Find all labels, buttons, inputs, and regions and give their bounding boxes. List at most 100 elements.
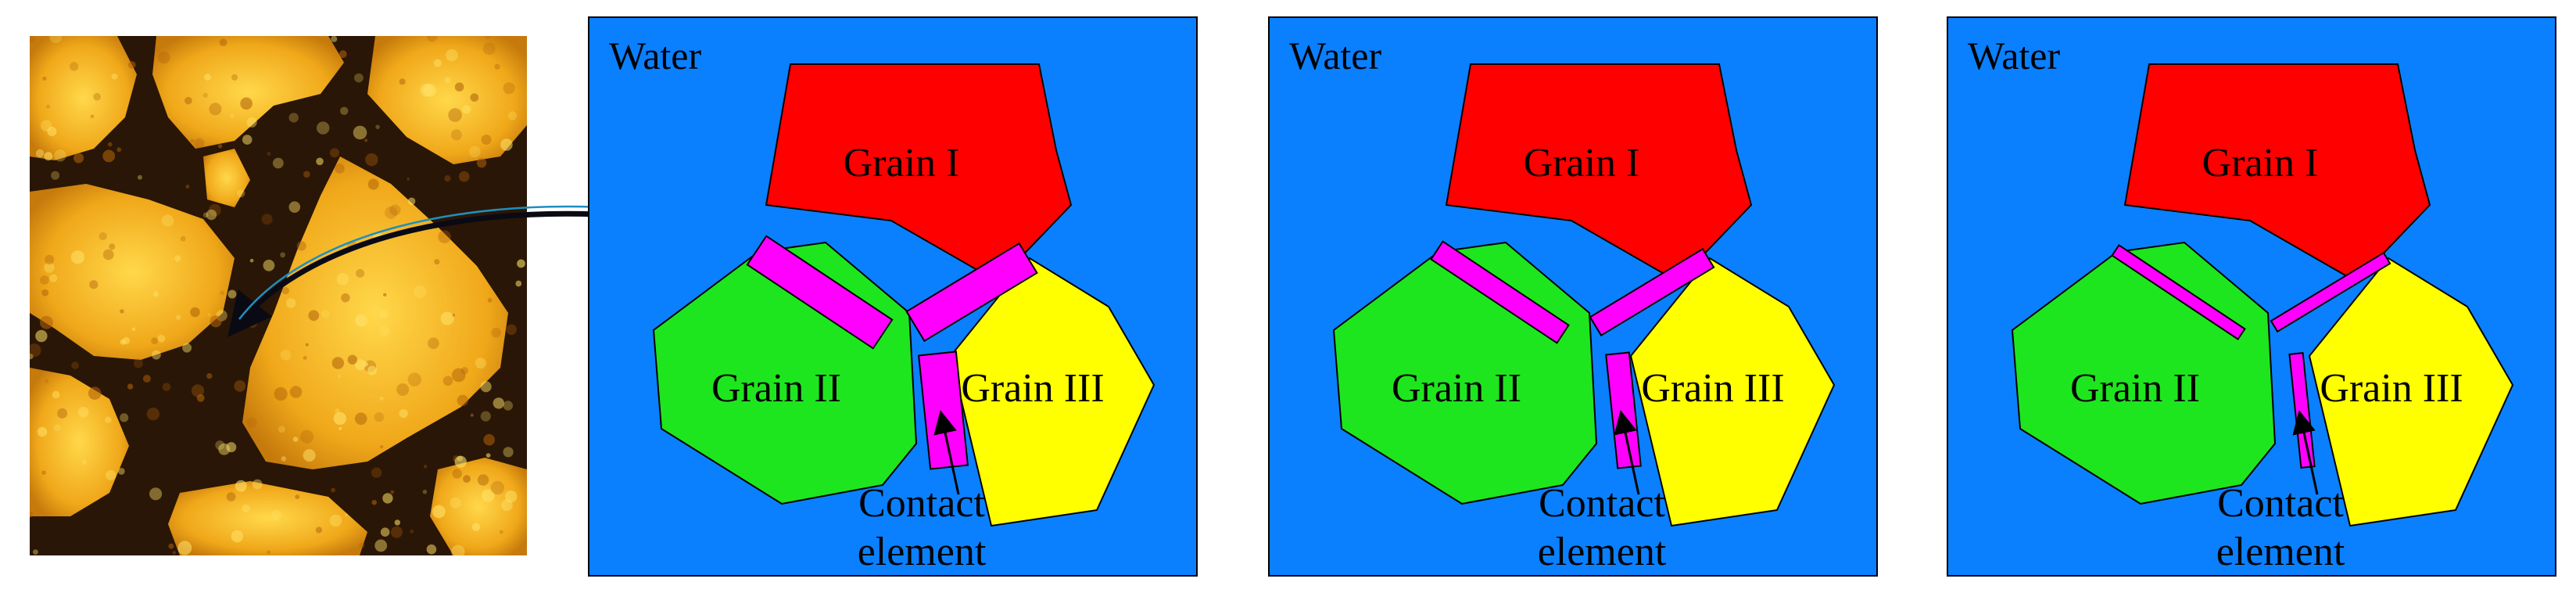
photo-speckle — [252, 479, 263, 490]
photo-speckle — [481, 135, 492, 145]
photo-speckle — [102, 249, 114, 261]
photo-speckle — [116, 147, 122, 153]
photo-speckle — [204, 74, 211, 81]
photo-speckle — [137, 174, 142, 180]
contact-element-left — [2111, 244, 2246, 340]
photo-speckle — [127, 383, 134, 390]
photo-speckle — [499, 530, 503, 534]
photo-speckle — [316, 157, 324, 166]
photo-speckle — [438, 230, 451, 244]
photo-speckle — [482, 489, 495, 502]
photo-speckle — [375, 124, 380, 130]
water-label: Water — [1968, 34, 2060, 77]
photo-speckle — [190, 138, 195, 143]
photo-speckle — [81, 460, 87, 465]
photo-speckle — [278, 426, 285, 433]
photo-speckle — [71, 361, 79, 369]
photo-speckle — [261, 214, 273, 225]
photo-speckle — [99, 232, 107, 241]
photo-speckle — [329, 514, 342, 527]
photo-speckle — [500, 499, 513, 512]
photo-speckle — [331, 357, 344, 369]
photo-speckle — [158, 51, 170, 64]
photo-speckle — [422, 489, 428, 494]
photo-speckle — [202, 92, 208, 98]
photo-speckle — [272, 157, 284, 169]
photo-grain — [30, 184, 235, 360]
grain-2-label: Grain II — [2070, 366, 2200, 411]
photo-speckle — [457, 455, 463, 462]
grain-3-shape — [949, 257, 1155, 527]
photo-speckle — [389, 204, 401, 216]
photo-speckle — [503, 447, 514, 458]
photo-speckle — [340, 106, 349, 115]
grain-3-shape — [2308, 257, 2514, 527]
photo-speckle — [120, 309, 124, 314]
photo-speckle — [407, 372, 421, 386]
photo-speckle — [196, 394, 205, 402]
photo-speckle — [371, 467, 382, 478]
contact-element-right — [905, 242, 1038, 343]
photo-speckle — [308, 310, 320, 322]
photo-speckle — [247, 317, 258, 328]
photo-speckle — [88, 386, 102, 401]
photo-speckle — [341, 293, 350, 303]
photo-speckle — [44, 152, 53, 161]
photo-speckle — [30, 343, 41, 358]
photo-speckle — [235, 480, 247, 492]
photo-speckle — [303, 449, 316, 462]
photo-speckle — [52, 390, 60, 399]
photo-speckle — [289, 386, 303, 398]
contact-label-line1: Contact — [858, 481, 985, 526]
photo-speckle — [394, 519, 400, 526]
photo-speckle — [161, 214, 174, 227]
photo-speckle — [242, 504, 250, 512]
photo-speckle — [454, 82, 464, 92]
photo-speckle — [93, 92, 101, 101]
photo-speckle — [286, 298, 296, 308]
photo-speckle — [89, 280, 99, 289]
photo-speckle — [423, 465, 428, 469]
photo-speckle — [131, 327, 136, 332]
photo-speckle — [490, 480, 504, 495]
photo-speckle — [354, 412, 367, 425]
photo-speckle — [457, 394, 468, 406]
photo-speckle — [267, 550, 271, 555]
photo-speckle — [432, 505, 446, 519]
photo-speckle — [152, 291, 159, 297]
photo-speckle — [109, 243, 116, 250]
photo-speckle — [407, 197, 416, 206]
photo-speckle — [458, 171, 470, 182]
photo-speckle — [208, 203, 221, 217]
photo-speckle — [267, 152, 271, 156]
contact-label-line1: Contact — [2217, 481, 2344, 526]
photo-speckle — [49, 36, 63, 43]
contact-element-left — [746, 235, 894, 350]
photo-speckle — [451, 544, 465, 555]
photo-speckle — [149, 487, 163, 501]
photo-speckle — [45, 379, 49, 383]
photo-speckle — [321, 310, 330, 318]
photo-speckle — [390, 490, 395, 494]
photo-speckle — [102, 149, 116, 163]
photo-speckle — [503, 82, 515, 95]
photo-speckle — [515, 280, 522, 287]
photo-speckle — [506, 324, 517, 336]
photo-speckle — [90, 114, 95, 119]
photo-speckle — [354, 73, 364, 83]
photo-speckle — [215, 440, 225, 450]
photo-speckle — [226, 492, 236, 501]
photo-speckle — [45, 254, 55, 264]
photo-speckle — [111, 73, 118, 80]
photo-speckle — [305, 343, 309, 347]
photo-speckle — [380, 445, 384, 449]
photo-speckle — [487, 297, 493, 303]
photo-speckle — [231, 530, 243, 543]
grain-1-shape — [2123, 63, 2431, 283]
photo-speckle — [53, 424, 61, 432]
photo-speckle — [42, 76, 47, 81]
photo-speckle — [385, 206, 398, 219]
photo-speckle — [355, 314, 368, 327]
photo-speckle — [117, 468, 125, 475]
